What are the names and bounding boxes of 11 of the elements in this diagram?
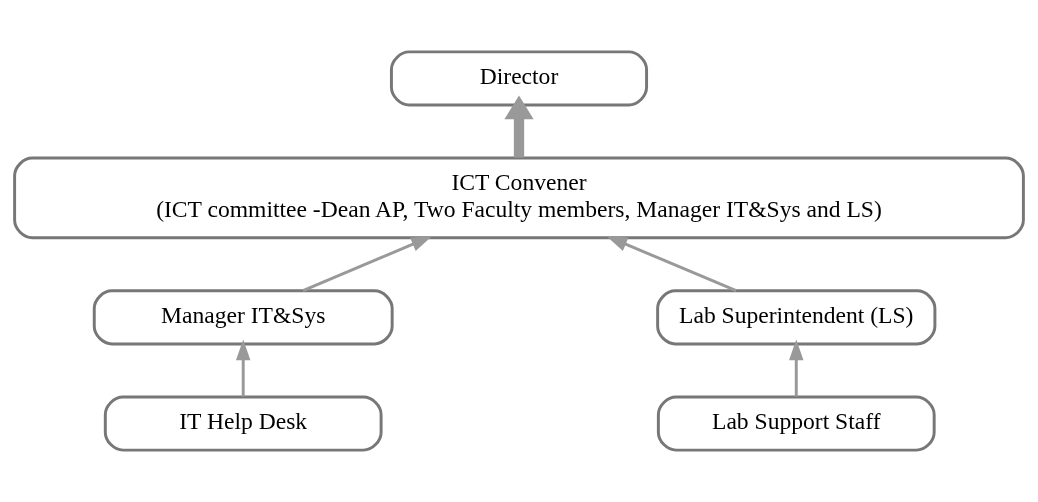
node-box: ICT Convener (ICT committee -Dean AP, Two Faculty members, Manager IT&Sys and LS) [13,156,1025,240]
node-box: Manager IT&Sys [92,289,394,346]
arrow [789,339,804,397]
node-box: Lab Superintendent (LS) [656,289,937,346]
arrow [235,339,251,397]
arrow [606,236,737,292]
node-box: Director [389,50,649,107]
arrow [302,236,432,292]
node-box: IT Help Desk [103,395,383,452]
arrow [504,95,534,158]
node-box: Lab Support Staff [656,395,936,452]
